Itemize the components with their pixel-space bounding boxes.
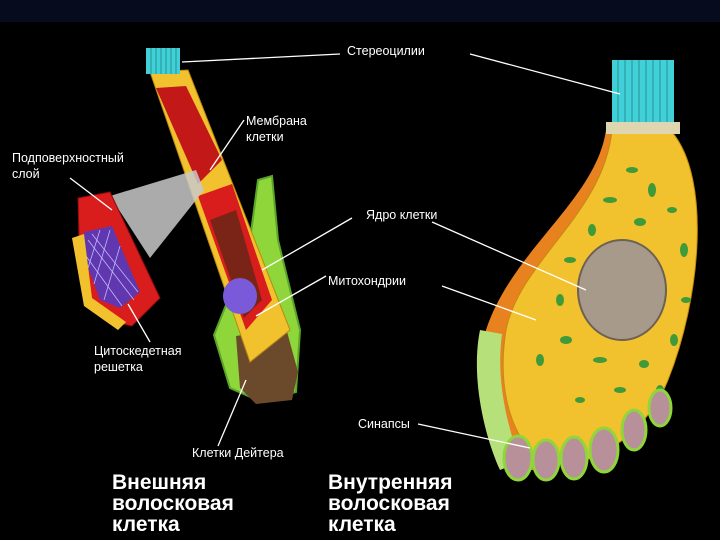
synapse-terminal <box>533 440 559 480</box>
label-subsurface-line2: слой <box>12 167 40 181</box>
label-subsurface-line1: Подповерхностный <box>12 151 124 165</box>
inner-cell-caption: Внутренняя волосковая клетка <box>328 471 452 536</box>
label-cytoskeletal-line1: Цитоскедетная <box>94 344 181 358</box>
label-cytoskeletal-line2: решетка <box>94 360 143 374</box>
synapse-terminal <box>649 390 671 426</box>
inner-hair-cell <box>477 60 697 480</box>
synapse-terminal <box>561 437 587 479</box>
caption-inner-line1: Внутренняя <box>328 471 452 494</box>
inner-stereocilia <box>612 60 674 124</box>
caption-outer-line2: волосковая <box>112 492 234 515</box>
synapse-terminal <box>504 436 532 480</box>
caption-outer-line3: клетка <box>112 513 180 536</box>
caption-outer-line1: Внешняя <box>112 471 206 494</box>
caption-inner-line3: клетка <box>328 513 396 536</box>
synapse-terminal <box>590 428 618 472</box>
label-stereocilia: Стереоцилии <box>347 44 425 58</box>
label-mitochondria: Митохондрии <box>328 274 406 288</box>
inner-cell-nucleus <box>578 240 666 340</box>
label-cell-membrane-line1: Мембрана <box>246 114 307 128</box>
label-synapses: Синапсы <box>358 417 410 431</box>
outer-cell-nucleus <box>223 278 257 314</box>
label-deiters-cells: Клетки Дейтера <box>192 446 284 460</box>
synapse-terminal <box>622 410 646 450</box>
label-nucleus: Ядро клетки <box>366 208 437 222</box>
cuticular-plate <box>606 122 680 134</box>
outer-cell-caption: Внешняя волосковая клетка <box>112 471 234 536</box>
caption-inner-line2: волосковая <box>328 492 450 515</box>
label-cell-membrane-line2: клетки <box>246 130 284 144</box>
